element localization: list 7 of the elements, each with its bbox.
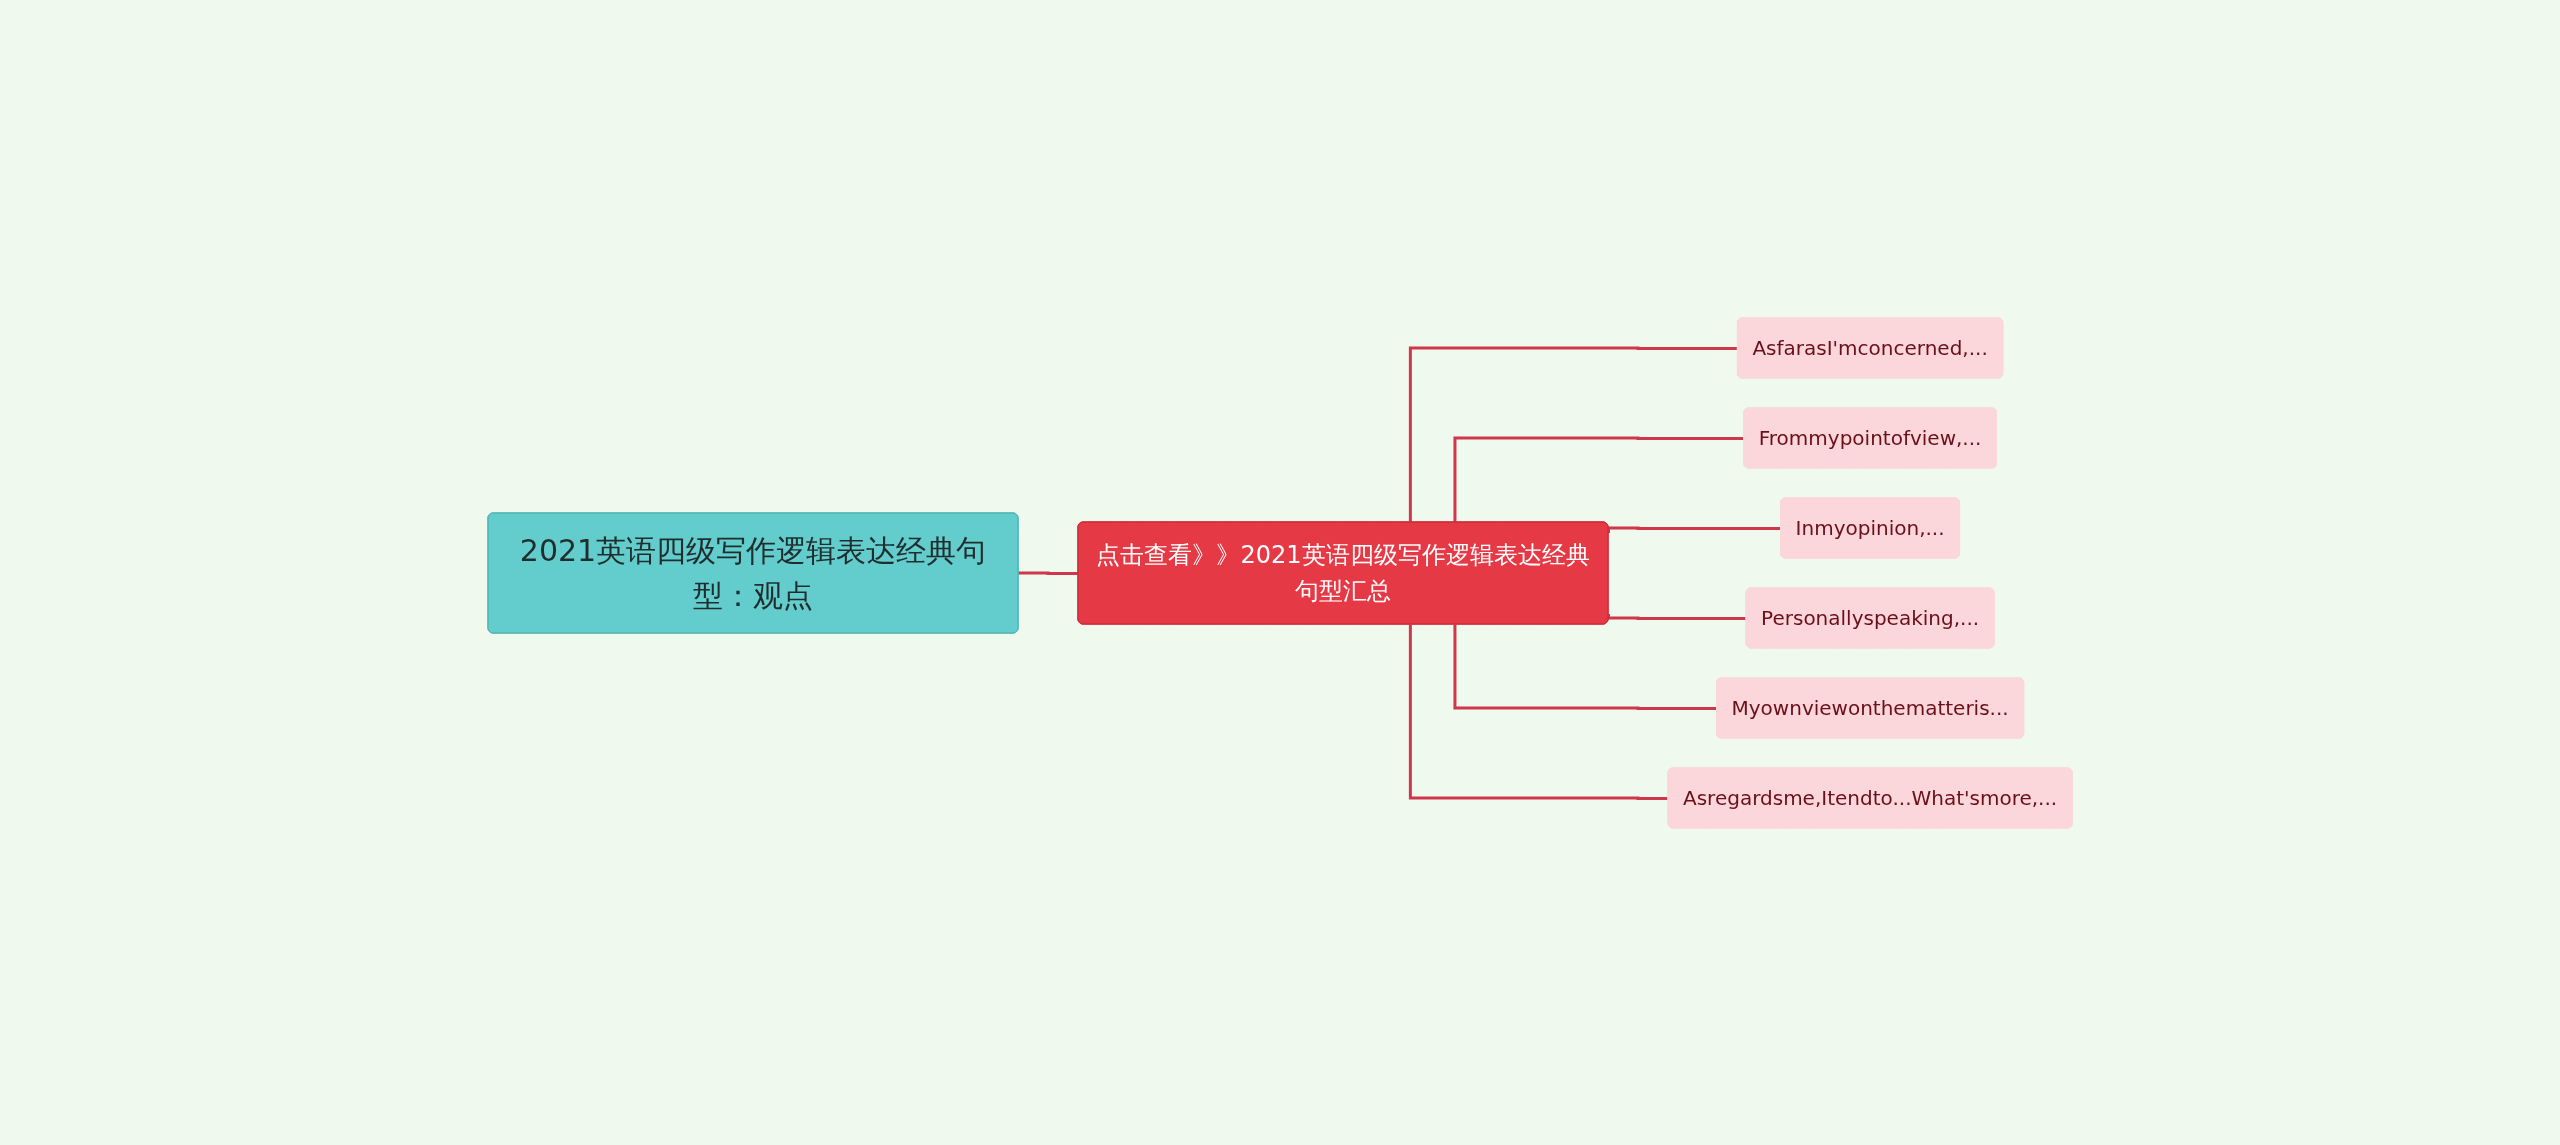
- connector: [1606, 613, 1747, 620]
- connector: [1606, 526, 1781, 533]
- connector: [1453, 436, 1745, 522]
- connector: [1016, 571, 1079, 575]
- connector: [1408, 624, 1669, 800]
- connector: [1453, 624, 1717, 710]
- connector: [1408, 346, 1738, 522]
